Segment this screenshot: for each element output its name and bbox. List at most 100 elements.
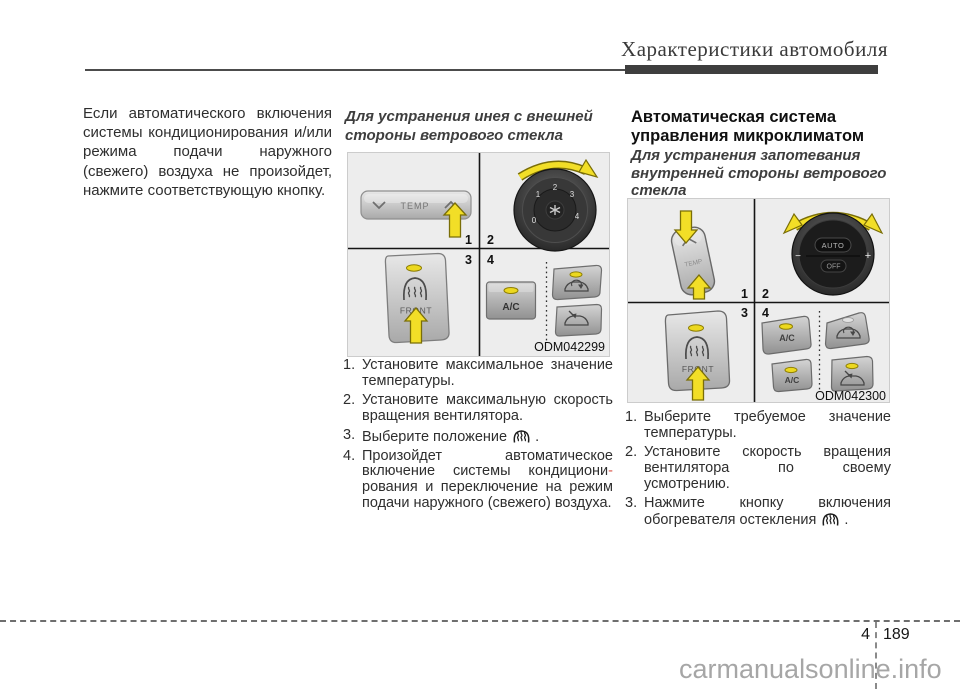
list-text: Нажмите кнопку включения обогревателя ос… xyxy=(644,494,891,529)
list-number: 1. xyxy=(343,357,356,373)
temp-rocker-button: TEMP xyxy=(670,210,716,300)
panel-number-3: 3 xyxy=(465,253,472,267)
page-header-title: Характеристики автомобиля xyxy=(621,37,888,61)
dial-minus-mark: − xyxy=(795,251,801,262)
intro-paragraph: Если автоматического включения системы к… xyxy=(83,105,332,199)
recirculation-button xyxy=(551,264,603,301)
ac-button-2: A/C xyxy=(771,358,813,393)
ac-label-2: A/C xyxy=(785,375,800,385)
list-number: 2. xyxy=(343,391,356,408)
list-text: рования и переключение на режим подачи н… xyxy=(362,479,613,512)
dial-number-0: 0 xyxy=(532,216,537,225)
indicator-light xyxy=(406,264,422,272)
list-number: 1. xyxy=(625,409,638,425)
indicator-light xyxy=(569,271,583,278)
indicator-light xyxy=(503,287,519,294)
front-defrost-icon xyxy=(402,277,428,301)
list-item: 2. Установите скорость вращения вентилят… xyxy=(625,443,891,493)
footer-dashed-divider xyxy=(875,622,877,689)
indicator-light xyxy=(845,362,859,370)
recirculation-icon xyxy=(564,279,589,292)
dial-number-3: 3 xyxy=(570,190,575,199)
auto-climate-heading: Автоматическая система управления микрок… xyxy=(631,108,865,145)
figure-code: ODM042299 xyxy=(534,340,605,354)
up-arrow-icon xyxy=(686,273,712,300)
list-number: 2. xyxy=(625,443,638,460)
rotate-arrow-head xyxy=(578,158,599,179)
section-number: 4 xyxy=(861,626,870,643)
dial-number-2: 2 xyxy=(553,183,558,192)
list-item: 3. Выберите положение. xyxy=(343,426,613,446)
panel-number-4: 4 xyxy=(762,306,769,320)
page-number: 189 xyxy=(883,626,910,643)
temp-rocker-button: TEMP xyxy=(360,190,472,238)
list-text: Установите максимальную скорость вращени… xyxy=(362,391,613,424)
fresh-air-button xyxy=(554,303,603,337)
ac-label: A/C xyxy=(779,333,795,343)
front-defrost-button: FRONT xyxy=(664,310,731,401)
figure-code: ODM042300 xyxy=(815,389,886,402)
auto-climate-steps: 1. Выберите требуемое значение температу… xyxy=(625,409,891,532)
list-item: 1. Выберите требуемое значение температу… xyxy=(625,409,891,442)
dial-plus-mark: + xyxy=(865,250,871,262)
dial-off-label: OFF xyxy=(827,264,841,271)
header-rule-accent xyxy=(625,65,878,74)
temp-label: TEMP xyxy=(400,201,429,211)
figure-climate-controls-manual: 1 2 3 4 TEMP xyxy=(347,152,610,357)
figure-climate-controls-auto: 1 2 3 4 TEMP xyxy=(627,198,890,403)
defrost-exterior-heading: Для устранения инея с внешней стороны ве… xyxy=(345,108,593,144)
list-text: Установите максимальное значение темпера… xyxy=(362,357,613,389)
ac-button: A/C xyxy=(761,315,812,355)
up-arrow-icon xyxy=(685,365,711,401)
list-item: 3. Нажмите кнопку включения обогревателя… xyxy=(625,494,891,530)
list-number: 3. xyxy=(343,426,356,443)
dial-number-4: 4 xyxy=(575,212,580,221)
indicator-light xyxy=(688,324,704,332)
panel-number-1: 1 xyxy=(465,233,472,247)
ac-button: A/C xyxy=(485,281,537,320)
ac-label: A/C xyxy=(502,302,519,313)
up-arrow-icon xyxy=(403,306,429,344)
panel-number-2: 2 xyxy=(762,287,769,301)
rotate-arrow-icon xyxy=(518,162,588,180)
recirculation-icon xyxy=(836,326,861,339)
down-arrow-icon xyxy=(673,210,699,245)
fan-speed-dial: 0 1 2 3 4 xyxy=(513,158,599,252)
front-defrost-icon xyxy=(511,428,532,444)
hyphen: - xyxy=(608,463,613,480)
front-defrost-icon xyxy=(684,336,710,360)
front-defrost-button: FRONT xyxy=(384,252,450,344)
panel-number-4: 4 xyxy=(487,253,494,267)
chevron-down-icon xyxy=(372,201,386,210)
auto-climate-subheading: Для устранения запотевания внутренней ст… xyxy=(631,147,887,199)
header-rule xyxy=(85,69,878,71)
rotate-arrow-head-left xyxy=(782,212,803,235)
fan-icon xyxy=(549,205,561,215)
list-text: Произойдет автоматическое включение сист… xyxy=(362,447,613,480)
list-text: . xyxy=(844,512,849,529)
fresh-air-button xyxy=(830,355,874,392)
footer-dashed-rule xyxy=(0,620,960,622)
dial-number-1: 1 xyxy=(536,190,541,199)
temp-label: TEMP xyxy=(684,258,703,269)
list-number: 3. xyxy=(625,494,638,511)
fresh-air-icon xyxy=(840,370,865,386)
indicator-light xyxy=(779,323,793,330)
list-text: Выберите положение xyxy=(362,428,508,445)
list-text: Установите скорость вращения вентилятора… xyxy=(644,443,891,492)
dial-auto-label: AUTO xyxy=(822,241,845,250)
watermark-text: carmanualsonline.info xyxy=(679,654,942,684)
list-number: 4. xyxy=(343,447,356,464)
list-item: 2. Установите максимальную скорость вращ… xyxy=(343,391,613,425)
figure-odm042299: 1 2 3 4 TEMP xyxy=(348,153,609,356)
rotate-arrow-head-right xyxy=(863,212,884,235)
list-text: Выберите требуемое значение температуры. xyxy=(644,409,891,441)
front-defrost-icon xyxy=(820,511,841,527)
panel-number-3: 3 xyxy=(741,306,748,320)
panel-number-1: 1 xyxy=(741,287,748,301)
auto-climate-dial: − + AUTO OFF xyxy=(782,211,884,296)
list-text: . xyxy=(535,428,540,445)
list-item: 1. Установите максимальное значение темп… xyxy=(343,357,613,390)
indicator-light xyxy=(784,366,798,374)
panel-number-2: 2 xyxy=(487,233,494,247)
